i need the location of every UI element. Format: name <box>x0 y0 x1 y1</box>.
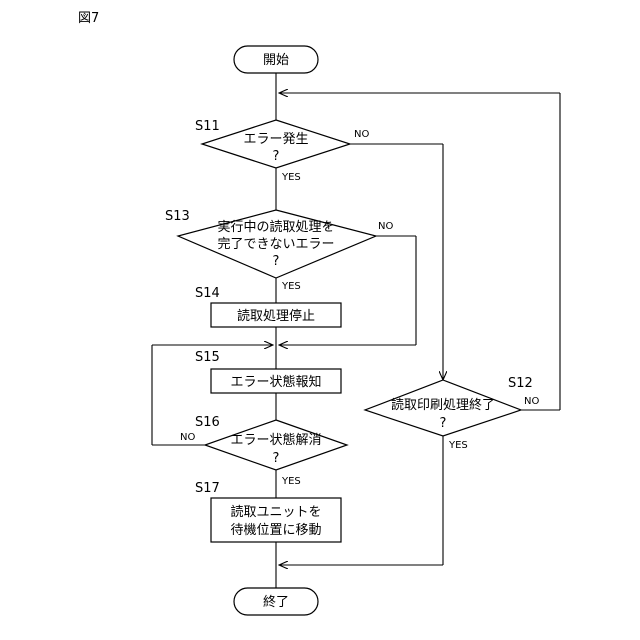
s13-no-label: NO <box>378 221 393 232</box>
s13-text-line1: 実行中の読取処理を <box>217 219 334 235</box>
s11-step-id: S11 <box>195 119 220 134</box>
end-label: 終了 <box>263 594 289 610</box>
s12-question: ? <box>440 416 447 431</box>
s17-text-line2: 待機位置に移動 <box>230 523 321 538</box>
s17-text-line1: 読取ユニットを <box>230 504 321 520</box>
s12-step-id: S12 <box>508 376 533 391</box>
s14-text: 読取処理停止 <box>237 308 315 324</box>
s11-question: ? <box>273 149 280 164</box>
s15-step-id: S15 <box>195 350 220 365</box>
s13-step-id: S13 <box>165 209 190 224</box>
figure-label: 図7 <box>78 11 99 26</box>
s16-question: ? <box>273 451 280 466</box>
s13-yes-label: YES <box>281 281 301 292</box>
s12-text: 読取印刷処理終了 <box>391 397 495 413</box>
s12-no-label: NO <box>524 396 539 407</box>
s13-question: ? <box>273 254 280 269</box>
s16-text: エラー状態解消 <box>230 432 321 448</box>
s14-step-id: S14 <box>195 286 220 301</box>
s16-yes-label: YES <box>281 476 301 487</box>
s11-yes-label: YES <box>281 172 301 183</box>
s16-no-label: NO <box>180 432 195 443</box>
s11-text: エラー発生 <box>243 132 308 147</box>
s11-no-label: NO <box>354 129 369 140</box>
s16-step-id: S16 <box>195 415 220 430</box>
s15-text: エラー状態報知 <box>230 374 321 390</box>
s13-text-line2: 完了できないエラー <box>217 237 334 252</box>
s17-step-id: S17 <box>195 481 220 496</box>
start-label: 開始 <box>263 53 289 68</box>
s12-yes-label: YES <box>448 440 468 451</box>
